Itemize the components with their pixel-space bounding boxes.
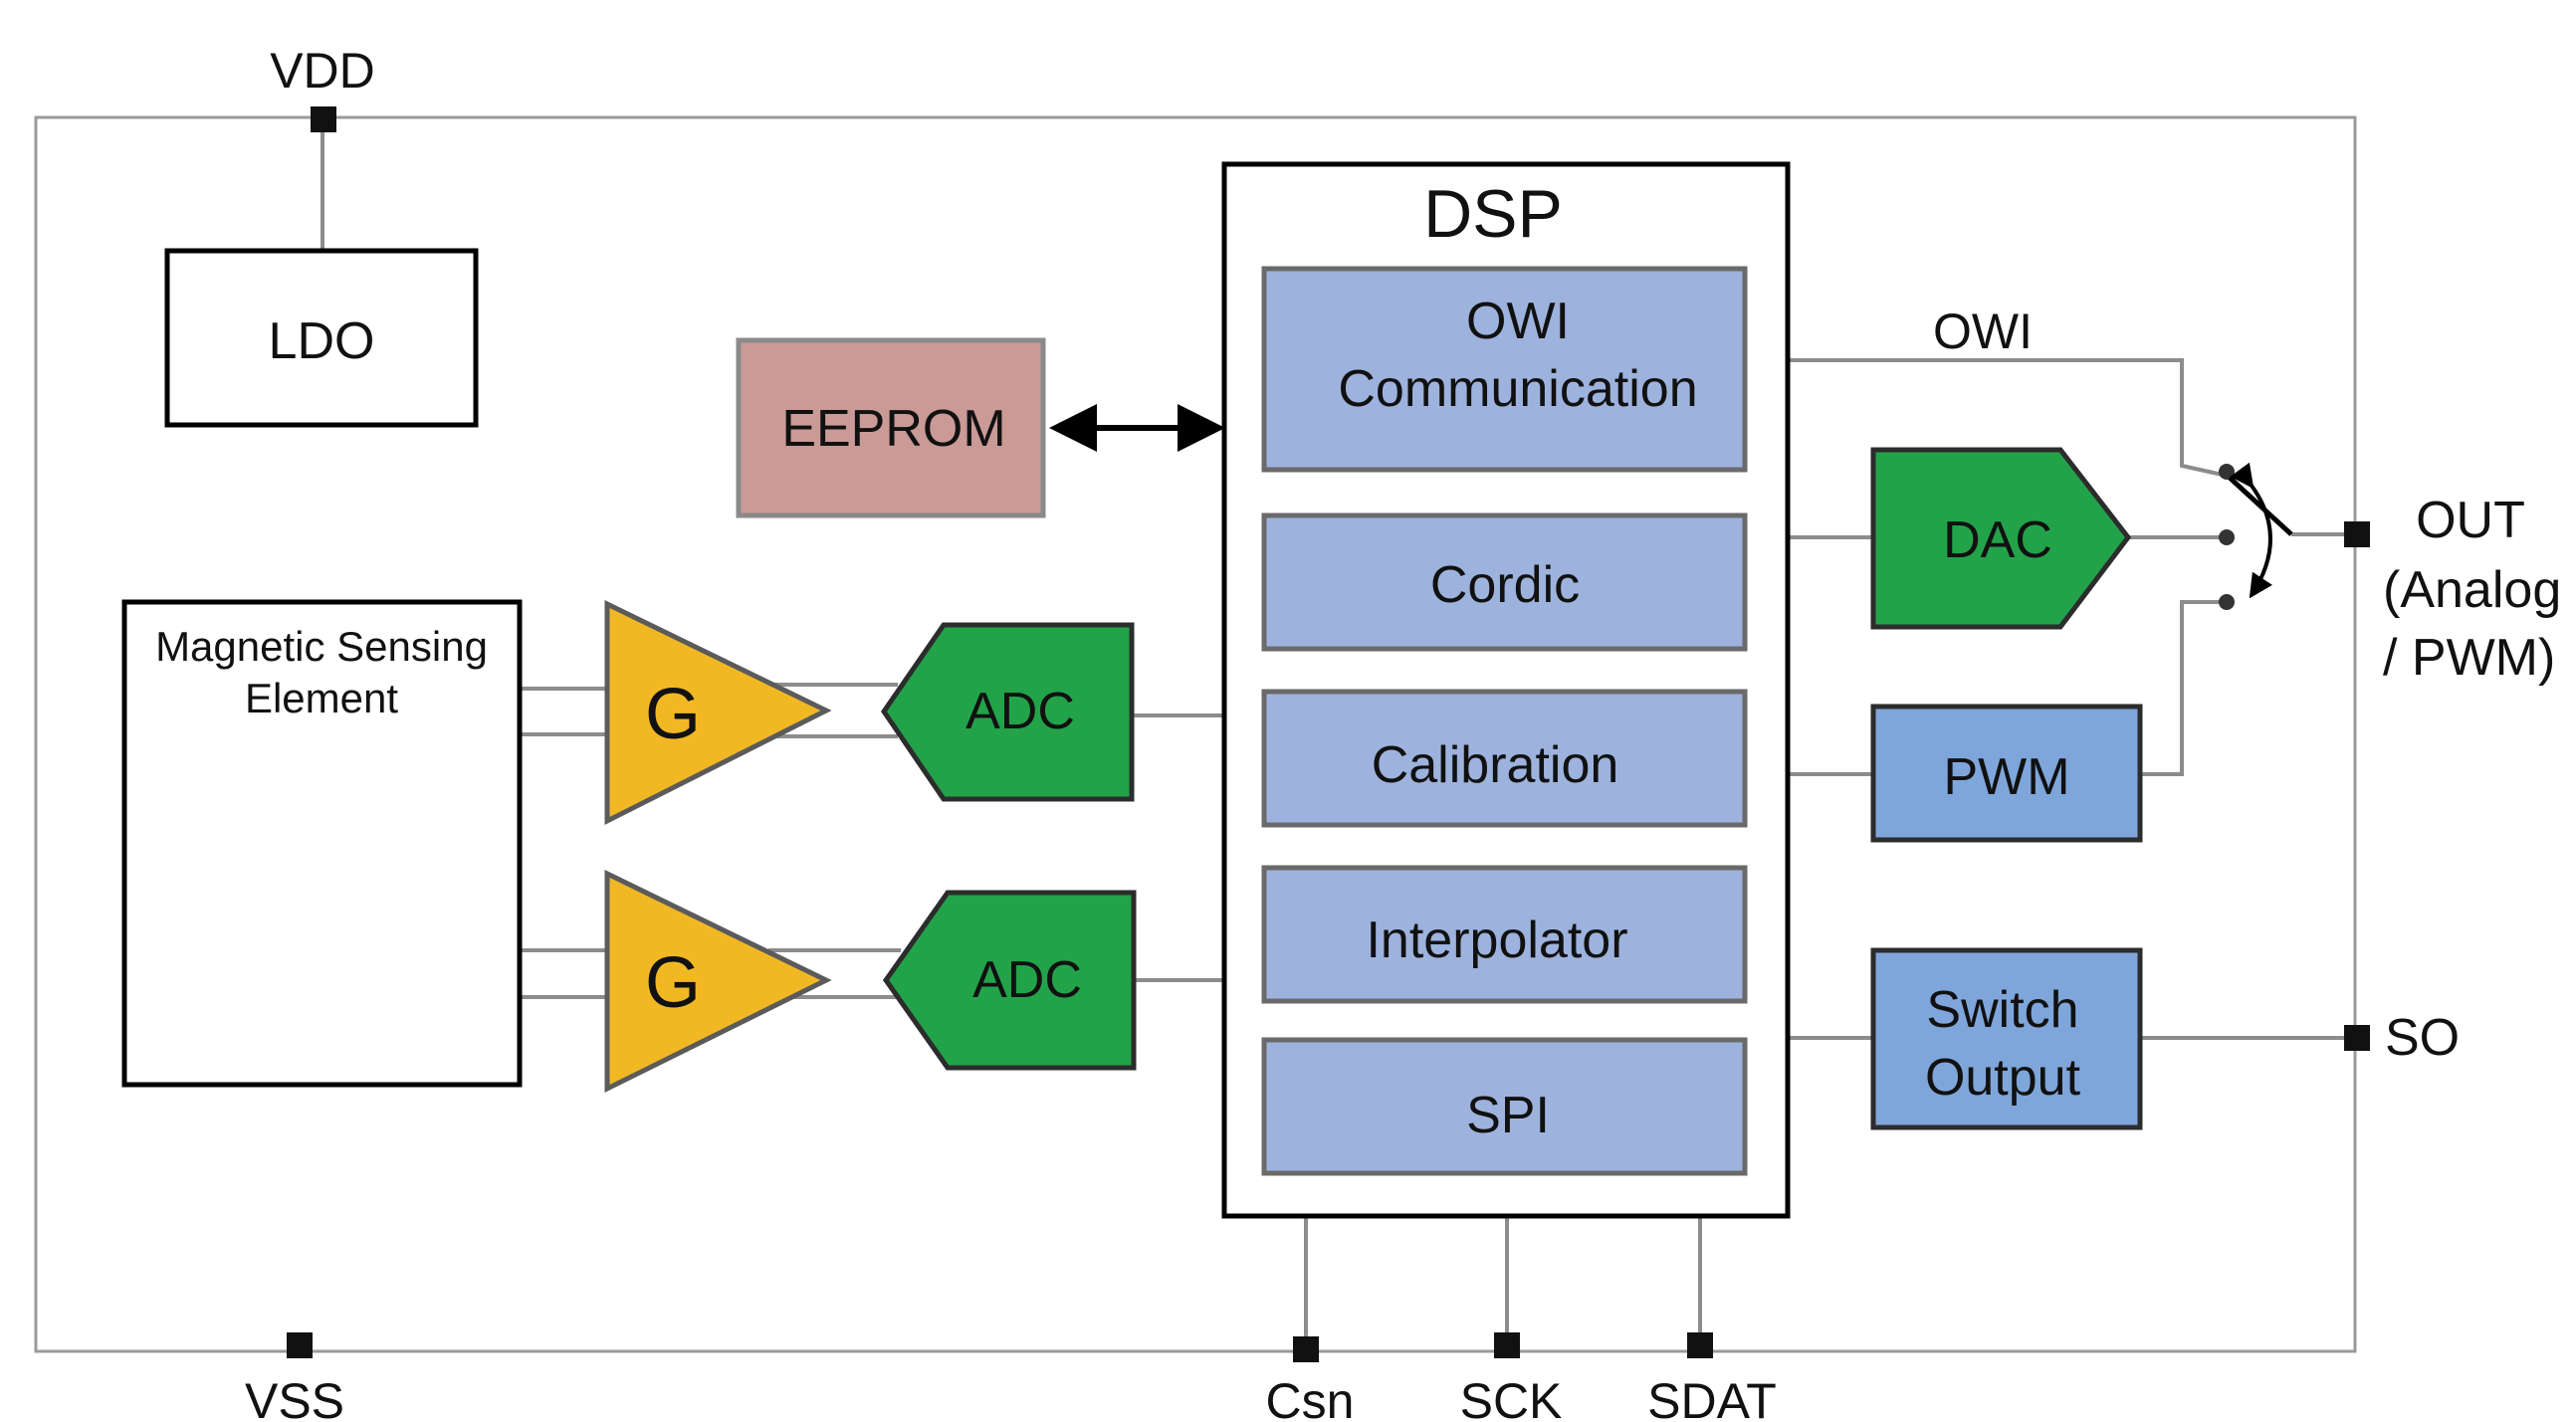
so-pin <box>2344 1025 2370 1051</box>
sdat-pin <box>1687 1332 1713 1358</box>
gain-amplifier-2 <box>604 870 832 1094</box>
owi-module-label-line1: OWI <box>1466 293 1570 350</box>
switch-contact-pwm <box>2219 594 2235 610</box>
owi-signal-label: OWI <box>1933 304 2033 359</box>
sdat-label: SDAT <box>1647 1373 1777 1422</box>
gain-1-label: G <box>645 675 701 754</box>
gain-amplifier-1 <box>604 600 832 826</box>
sensor-label-line1: Magnetic Sensing <box>155 623 488 670</box>
adc-2-label: ADC <box>972 951 1082 1009</box>
spi-module <box>1261 1037 1748 1176</box>
out-label-line3: / PWM) <box>2383 629 2555 687</box>
switch-lever <box>2228 476 2293 536</box>
sck-label: SCK <box>1460 1373 1563 1422</box>
vdd-label: VDD <box>270 43 375 99</box>
magnetic-sensing-element-block <box>121 599 523 1088</box>
package-outline <box>34 115 2357 1353</box>
pwm-block <box>1870 704 2143 843</box>
interpolator-module <box>1261 865 1748 1004</box>
spi-label: SPI <box>1466 1087 1550 1144</box>
pins <box>287 106 2370 1362</box>
adc-1-label: ADC <box>966 683 1075 740</box>
owi-module-label-line2: Communication <box>1338 360 1697 418</box>
ldo-block <box>164 248 479 428</box>
adc-1-block <box>880 622 1135 802</box>
eeprom-label: EEPROM <box>781 400 1005 458</box>
cordic-module <box>1261 512 1748 652</box>
vss-pin <box>287 1332 313 1358</box>
calibration-label: Calibration <box>1372 736 1619 794</box>
owi-wire <box>1788 358 2228 478</box>
vdd-pin <box>311 106 336 132</box>
interpolator-label: Interpolator <box>1366 912 1627 969</box>
csn-label: Csn <box>1266 1373 1355 1422</box>
calibration-module <box>1261 689 1748 828</box>
out-label-line1: OUT <box>2416 492 2525 549</box>
pwm-label: PWM <box>1943 748 2069 806</box>
switch-contact-dac <box>2219 529 2235 545</box>
so-label: SO <box>2385 1009 2460 1067</box>
pwm-switch-wire <box>2140 600 2227 776</box>
switch-output-label-line2: Output <box>1925 1049 2081 1107</box>
vss-label: VSS <box>245 1373 344 1422</box>
dsp-title: DSP <box>1423 176 1563 252</box>
ldo-label: LDO <box>269 312 375 370</box>
output-mux-switch <box>2219 462 2293 610</box>
eeprom-block <box>736 337 1046 518</box>
dac-label: DAC <box>1943 511 2052 569</box>
switch-arc-arrow <box>2230 462 2272 599</box>
switch-output-block <box>1870 947 2143 1130</box>
sensor-label-line2: Element <box>245 675 398 721</box>
wires <box>321 119 2357 1349</box>
gain-2-label: G <box>645 943 701 1023</box>
cordic-label: Cordic <box>1430 556 1580 614</box>
dac-block <box>1870 447 2132 630</box>
csn-pin <box>1293 1336 1319 1362</box>
sck-pin <box>1494 1332 1520 1358</box>
owi-communication-module <box>1261 266 1748 473</box>
out-label-line2: (Analog <box>2383 561 2561 619</box>
out-pin <box>2344 521 2370 547</box>
switch-output-label-line1: Switch <box>1926 981 2078 1039</box>
adc-2-block <box>882 890 1137 1071</box>
